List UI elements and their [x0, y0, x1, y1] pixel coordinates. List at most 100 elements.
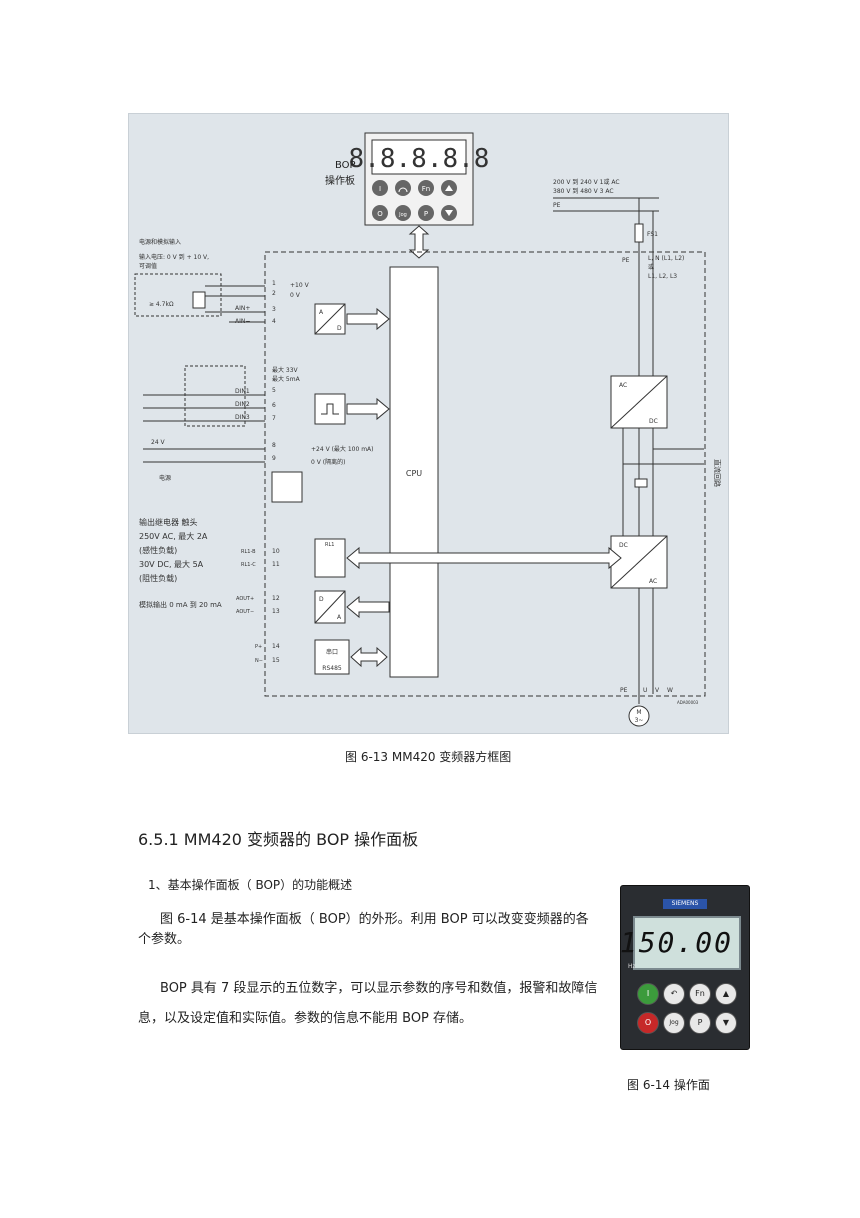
- serial-block: [314, 639, 350, 675]
- bop-unit: Hz: [628, 963, 636, 970]
- fn-button[interactable]: Fn: [689, 983, 711, 1005]
- bop-key-on: I: [379, 185, 381, 193]
- terminal-6: 6: [272, 402, 276, 409]
- relay-title-4: 30V DC, 最大 5A: [139, 559, 204, 569]
- dac-a: A: [337, 614, 342, 621]
- reverse-button[interactable]: ↶: [663, 983, 685, 1005]
- out-0v: 0 V (隔离的): [311, 458, 345, 466]
- serial-label: 串口: [326, 648, 338, 656]
- paragraph-2: BOP 具有 7 段显示的五位数字，可以显示参数的序号和数值，报警和故障信息，以…: [138, 981, 598, 1026]
- potentiometer: [192, 291, 206, 309]
- relay-title-5: (阻性负载): [139, 573, 177, 583]
- analog-title: 电源和模拟输入: [139, 238, 181, 246]
- paragraph-1: 图 6-14 是基本操作面板（ BOP）的外形。利用 BOP 可以改变变频器的各…: [138, 912, 589, 947]
- mains-or: 或: [648, 263, 654, 271]
- cpu-label: CPU: [406, 469, 422, 478]
- terminal-9: 9: [272, 455, 276, 462]
- terminal-3: 3: [272, 306, 276, 313]
- down-arrow-icon: [445, 210, 453, 216]
- terminal-1: 1: [272, 280, 276, 287]
- bop-label: BOP: [335, 160, 356, 171]
- supply-24v-label: 24 V: [151, 439, 166, 446]
- pot-label: ≥ 4.7kΩ: [149, 301, 174, 308]
- aout-plus: AOUT+: [236, 596, 254, 602]
- terminal-15: 15: [272, 657, 280, 664]
- terminal-2: 2: [272, 290, 276, 297]
- din1-label: DIN1: [235, 388, 250, 395]
- rectifier-ac: AC: [619, 382, 627, 389]
- power-label: 电源: [159, 474, 171, 482]
- supply-line-1: 200 V 到 240 V 1或 AC: [553, 178, 620, 186]
- phase-u: U: [643, 687, 647, 694]
- bop-label-cn: 操作板: [325, 174, 355, 187]
- sub-title: 1、基本操作面板（ BOP）的功能概述: [148, 878, 353, 892]
- down-button[interactable]: ▼: [715, 1012, 737, 1034]
- siemens-logo: SIEMENS: [663, 899, 707, 909]
- din-block: [314, 393, 346, 425]
- rl1b-label: RL1-B: [241, 549, 256, 555]
- mains-label: L, N (L1, L2): [648, 255, 684, 262]
- motor-m: M: [636, 709, 641, 716]
- drive-enclosure: [264, 251, 706, 697]
- relay-block: [314, 538, 346, 578]
- up-button[interactable]: ▲: [715, 983, 737, 1005]
- dac-d: D: [319, 596, 324, 603]
- dc-link-capacitor: [634, 478, 648, 488]
- bop-display: 8.8.8.8.8: [349, 144, 490, 174]
- bop-photo: SIEMENS 150.00 Hz I ↶ Fn ▲ O Jog P ▼: [620, 885, 750, 1050]
- run-button[interactable]: I: [637, 983, 659, 1005]
- bop-key-fn: Fn: [422, 185, 430, 193]
- analog-range: 输入电压: 0 V 到 + 10 V,: [139, 253, 209, 261]
- inverter-dc: DC: [619, 542, 628, 549]
- terminal-4: 4: [272, 318, 276, 325]
- ain-minus: AIN−: [235, 318, 250, 325]
- rl1c-label: RL1-C: [241, 562, 256, 568]
- opto-isolator: [271, 471, 303, 503]
- mains-3ph: L1, L2, L3: [648, 273, 677, 280]
- ain-plus: AIN+: [235, 305, 250, 312]
- stop-button[interactable]: O: [637, 1012, 659, 1034]
- din-max-current: 最大 5mA: [272, 375, 301, 383]
- relay-title-2: 250V AC, 最大 2A: [139, 531, 208, 541]
- fuse-label: FS1: [647, 231, 658, 238]
- term-plus10v: +10 V: [290, 282, 310, 289]
- phase-v: V: [655, 687, 660, 694]
- dc-link-label: 直流回路: [713, 459, 722, 487]
- bop-key-p: P: [424, 210, 428, 218]
- terminal-13: 13: [272, 608, 280, 615]
- inverter-ac: AC: [649, 578, 657, 585]
- terminal-8: 8: [272, 442, 276, 449]
- jog-button[interactable]: Jog: [663, 1012, 685, 1034]
- fuse-fs1: [634, 223, 644, 243]
- din2-label: DIN2: [235, 401, 250, 408]
- terminal-5: 5: [272, 387, 276, 394]
- pe-label-bottom: PE: [620, 687, 628, 694]
- bop-link-arrow: [408, 225, 430, 259]
- pe-label-mid: PE: [622, 257, 630, 264]
- bop-lcd-value: 150.00: [619, 926, 733, 959]
- motor-icon: [628, 705, 650, 727]
- nminus-label: N−: [255, 658, 263, 664]
- block-diagram-figure: 8.8.8.8.8 I Fn O Jog P BOP 操作板 CPU 200 V…: [128, 113, 729, 734]
- pe-label-top: PE: [553, 202, 561, 209]
- din3-label: DIN3: [235, 414, 250, 421]
- terminal-12: 12: [272, 595, 280, 602]
- cpu-block: [389, 266, 439, 678]
- supply-line-2: 380 V 到 480 V 3 AC: [553, 188, 614, 195]
- p-button[interactable]: P: [689, 1012, 711, 1034]
- out-24v: +24 V (最大 100 mA): [311, 445, 373, 453]
- relay-title-3: (感性负载): [139, 545, 177, 555]
- relay-title-1: 输出继电器 触头: [139, 517, 198, 527]
- term-0v: 0 V: [290, 292, 301, 299]
- bop-key-jog: Jog: [398, 212, 407, 218]
- rl1-label: RL1: [325, 542, 334, 548]
- motor-3ph: 3~: [635, 717, 644, 724]
- bop-panel: 8.8.8.8.8 I Fn O Jog P: [349, 132, 490, 226]
- din-max-voltage: 最大 33V: [272, 366, 299, 374]
- rectifier-dc: DC: [649, 418, 658, 425]
- reverse-icon: [398, 187, 408, 193]
- bop-lcd: 150.00: [620, 916, 741, 970]
- up-arrow-icon: [445, 185, 453, 191]
- phase-w: W: [667, 687, 673, 694]
- terminal-14: 14: [272, 643, 280, 650]
